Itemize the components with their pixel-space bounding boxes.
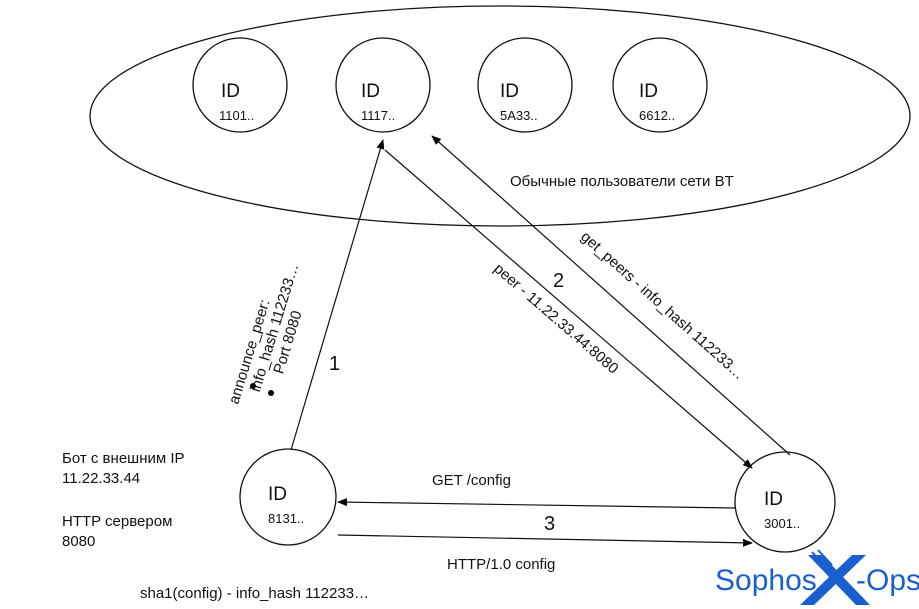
peer-node: ID 5A33.. [477,37,573,133]
http-config-arrow [337,534,753,547]
node-id: 1101.. [219,108,254,123]
node-id: 8131.. [268,511,304,526]
node-title: ID [500,81,519,102]
bot-info-line: Бот с внешним IP [62,450,185,467]
node-title: ID [361,81,380,102]
peer-node: ID 6612.. [612,37,708,133]
bot-node: ID 8131.. [239,448,337,546]
node-id: 6612.. [639,108,675,123]
node-id: 3001.. [764,516,800,531]
step-3-label: 3 [544,513,555,535]
step-2-label: 2 [553,270,564,292]
network-label: Обычные пользователи сети BT [510,173,734,190]
svg-text:-Ops: -Ops [856,564,919,597]
get-config-arrow [337,498,737,509]
http-config-label: HTTP/1.0 config [447,556,555,573]
node-title: ID [221,81,240,102]
node-title: ID [639,81,658,102]
get-config-label: GET /config [432,472,511,489]
svg-text:Sophos: Sophos [715,564,817,597]
sophos-xops-logo: Sophos -Ops [715,549,919,605]
peer-node: ID 1101.. [192,37,288,133]
announce-arrow [290,139,385,451]
node-id: 1117.. [361,108,395,123]
network-ellipse [89,5,911,227]
server-node: ID 3001.. [734,451,836,553]
peer-arrow [384,149,753,469]
bot-info-line: HTTP сервером [62,513,172,530]
get-peers-arrow [431,135,791,456]
node-id: 5A33.. [500,108,538,123]
node-title: ID [268,484,287,505]
bot-port: 8080 [62,533,95,550]
dot-marker [268,390,274,396]
sha-note: sha1(config) - info_hash 112233… [140,585,369,602]
node-title: ID [764,489,783,510]
dot-marker [250,383,256,389]
peer-node: ID 1117.. [335,37,431,133]
bot-ip: 11.22.33.44 [62,470,140,487]
step-1-label: 1 [329,353,340,375]
